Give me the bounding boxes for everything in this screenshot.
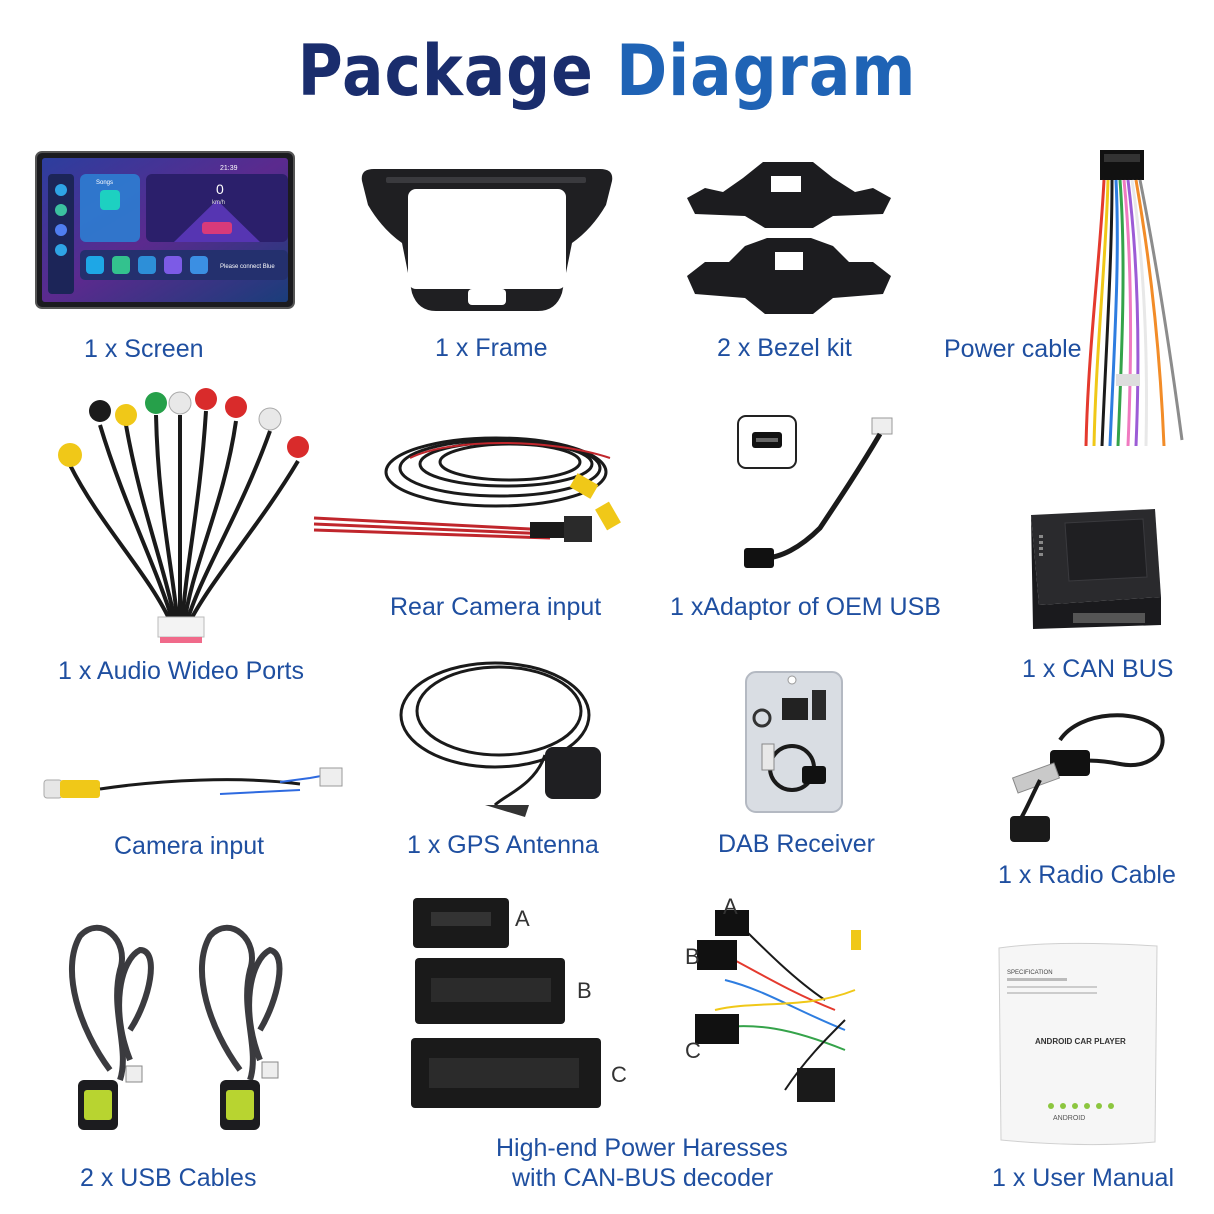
- label-harness-line1: High-end Power Haresses: [496, 1134, 788, 1162]
- title-part2: Diagram: [616, 30, 917, 112]
- connector-letter-a1: A: [515, 906, 530, 931]
- manual-brand-text: ANDROID: [1053, 1115, 1085, 1122]
- label-gps: 1 x GPS Antenna: [407, 831, 599, 859]
- label-audio-video: 1 x Audio Wideo Ports: [58, 657, 304, 685]
- usb-cables-image: [50, 910, 290, 1146]
- connector-letter-b1: B: [577, 978, 592, 1003]
- oem-usb-adaptor-image: [730, 408, 910, 578]
- user-manual-image: SPECIFICATION ANDROID CAR PLAYER ANDROID: [995, 938, 1161, 1148]
- title-part1: Package: [297, 30, 594, 112]
- screen-speed-unit: km/h: [212, 200, 225, 206]
- label-power-cable: Power cable: [944, 335, 1082, 363]
- screen-notice: Please connect Blue: [220, 264, 275, 270]
- label-frame: 1 x Frame: [435, 334, 548, 362]
- label-usb-adaptor: 1 xAdaptor of OEM USB: [670, 593, 941, 621]
- label-camera-input: Camera input: [114, 832, 265, 860]
- label-radio-cable: 1 x Radio Cable: [998, 861, 1176, 889]
- camera-input-cable-image: [40, 760, 350, 810]
- screen-music-label: Songs: [96, 180, 113, 186]
- audio-video-ports-image: [40, 385, 310, 645]
- connector-letter-b2: B: [685, 944, 700, 969]
- power-harness-image: A B C A B C: [405, 890, 875, 1120]
- manual-title-text: ANDROID CAR PLAYER: [1035, 1037, 1126, 1046]
- rear-camera-cable-image: [310, 418, 650, 578]
- label-dab: DAB Receiver: [718, 830, 875, 858]
- label-bezel: 2 x Bezel kit: [717, 334, 852, 362]
- power-cable-image: [1040, 150, 1190, 450]
- can-bus-box-image: [1025, 505, 1165, 633]
- screen-image: 21:39 0 km/h Songs Please connect Blue: [34, 150, 296, 310]
- bezel-kit-image: [683, 158, 895, 322]
- label-harness-line2: with CAN-BUS decoder: [512, 1164, 774, 1192]
- label-usb-cables: 2 x USB Cables: [80, 1164, 257, 1192]
- frame-image: [356, 165, 618, 315]
- screen-time: 21:39: [220, 165, 238, 172]
- gps-antenna-image: [395, 655, 635, 825]
- label-user-manual: 1 x User Manual: [992, 1164, 1175, 1192]
- label-rear-camera: Rear Camera input: [390, 593, 602, 621]
- label-screen: 1 x Screen: [84, 335, 204, 363]
- screen-speed: 0: [216, 181, 224, 197]
- radio-cable-image: [1000, 700, 1175, 850]
- label-can-bus: 1 x CAN BUS: [1022, 655, 1174, 683]
- connector-letter-a2: A: [723, 894, 738, 919]
- page-title: Package Diagram: [73, 30, 1141, 112]
- connector-letter-c1: C: [611, 1062, 627, 1087]
- connector-letter-c2: C: [685, 1038, 701, 1063]
- manual-spec-text: SPECIFICATION: [1007, 970, 1053, 976]
- dab-receiver-image: [742, 668, 846, 816]
